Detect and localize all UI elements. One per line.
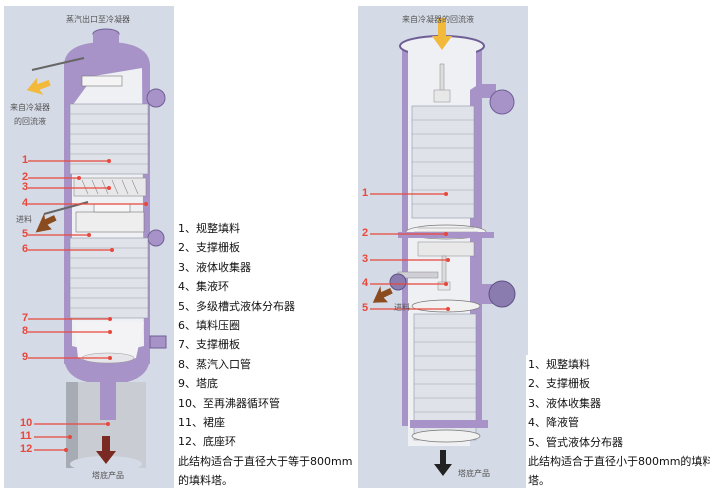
- feed-caption: 进料: [16, 215, 32, 224]
- left-column-diagram: 蒸汽出口至冷凝器 来自冷凝器 的回流液 进料 塔底产品 1 2 3 4 5 6 …: [4, 6, 174, 488]
- top-side-flange: [489, 89, 515, 115]
- legend-item: 11、裙座: [178, 416, 225, 430]
- left-legend: 1、规整填料 2、支撑栅板 3、液体收集器 4、集液环 5、多级槽式液体分布器 …: [176, 219, 358, 491]
- structured-packing-lower: [413, 313, 477, 441]
- bottom-product-arrow: [434, 450, 452, 476]
- column-top-head: [64, 42, 150, 66]
- bottom-product-arrow: [96, 436, 116, 464]
- structured-packing-upper: [69, 103, 149, 175]
- skirt-shade: [66, 382, 78, 468]
- callout-2: 2: [362, 227, 369, 239]
- callout-11: 11: [20, 430, 32, 442]
- bottom-product-caption: 塔底产品: [92, 471, 124, 480]
- reflux-inlet-pipe: [31, 57, 85, 71]
- callout-lines: [370, 193, 448, 310]
- legend-item: 1、规整填料: [528, 358, 590, 371]
- liquid-collector: [417, 241, 475, 257]
- callout-5: 5: [22, 228, 29, 240]
- legend-item: 6、填料压圈: [178, 319, 240, 333]
- legend-item: 12、底座环: [178, 435, 236, 449]
- bottom-flange-ring: [410, 420, 488, 428]
- legend-item: 4、降液管: [528, 416, 579, 430]
- reflux-arrow: [432, 18, 452, 50]
- feed-arrow: [35, 213, 57, 233]
- distributor-header: [433, 89, 451, 103]
- feed-caption: 进料: [394, 303, 410, 312]
- legend-item: 5、管式液体分布器: [528, 435, 623, 449]
- callout-dots: [444, 192, 450, 311]
- legend-item: 7、支撑栅板: [178, 338, 240, 352]
- callout-2: 2: [22, 171, 29, 183]
- legend-item: 5、多级槽式液体分布器: [178, 299, 295, 313]
- feed-arrow: [372, 285, 393, 303]
- callout-10: 10: [20, 417, 33, 429]
- legend-item: 3、液体收集器: [528, 396, 601, 410]
- legend-note-line2: 的填料塔。: [178, 474, 233, 488]
- reflux-caption: 来自冷凝器的回流液: [402, 15, 474, 24]
- legend-note-line1: 此结构适合于直径大于等于800mm: [178, 454, 353, 468]
- callout-8: 8: [22, 325, 29, 337]
- right-column-drawing: [370, 18, 516, 476]
- callout-7: 7: [22, 312, 29, 324]
- legend-item: 2、支撑栅板: [178, 241, 240, 255]
- callout-4: 4: [22, 197, 29, 209]
- side-nozzle: [147, 229, 165, 247]
- reflux-arrow: [26, 77, 51, 95]
- top-distributor-trough: [81, 75, 123, 87]
- legend-item: 8、蒸汽入口管: [178, 357, 251, 371]
- callout-1: 1: [362, 187, 369, 199]
- bottom-product-caption: 塔底产品: [458, 469, 490, 478]
- legend-note-line2: 塔。: [528, 474, 550, 488]
- right-column-diagram: 来自冷凝器的回流液 进料 塔底产品 1 2 3 4 5: [358, 6, 528, 488]
- legend-item: 9、塔底: [178, 377, 218, 391]
- callout-1: 1: [22, 154, 29, 166]
- callout-6: 6: [22, 243, 29, 255]
- callout-3: 3: [362, 253, 369, 265]
- callout-12: 12: [20, 443, 33, 455]
- bottom-support-grid: [411, 429, 481, 443]
- side-manhole: [146, 88, 166, 108]
- callout-5: 5: [362, 302, 369, 314]
- legend-item: 1、规整填料: [178, 222, 240, 235]
- callout-4: 4: [362, 277, 369, 289]
- reboiler-circulation-pipe: [100, 382, 116, 420]
- reflux-inlet-pipe: [439, 63, 445, 95]
- callout-9: 9: [22, 351, 29, 363]
- left-column-drawing: [26, 28, 167, 472]
- downcomer-cup: [437, 281, 451, 291]
- mid-side-flange: [488, 280, 516, 308]
- pipe-distributor: [411, 299, 481, 313]
- distributor-parting-box: [93, 203, 131, 213]
- column-bottom-head: [64, 356, 150, 384]
- legend-note-line1: 此结构适合于直径小于800mm的填料: [528, 455, 710, 469]
- vapor-inlet-nozzle: [149, 335, 167, 349]
- vapor-outlet-caption: 蒸汽出口至冷凝器: [66, 15, 130, 24]
- reflux-caption-line1: 来自冷凝器: [10, 103, 50, 112]
- legend-item: 2、支撑栅板: [528, 377, 590, 391]
- legend-item: 3、液体收集器: [178, 260, 251, 274]
- feed-flange: [389, 273, 407, 291]
- callout-dots: [64, 159, 148, 452]
- multistage-trough-distributor: [75, 211, 145, 233]
- legend-item: 4、集液环: [178, 280, 229, 294]
- legend-item: 10、至再沸器循环管: [178, 396, 280, 410]
- right-legend: 1、规整填料 2、支撑栅板 3、液体收集器 4、降液管 5、管式液体分布器 此结…: [526, 355, 710, 491]
- reflux-caption-line2: 的回流液: [14, 117, 46, 126]
- callout-lines: [28, 160, 146, 451]
- callout-3: 3: [22, 181, 29, 193]
